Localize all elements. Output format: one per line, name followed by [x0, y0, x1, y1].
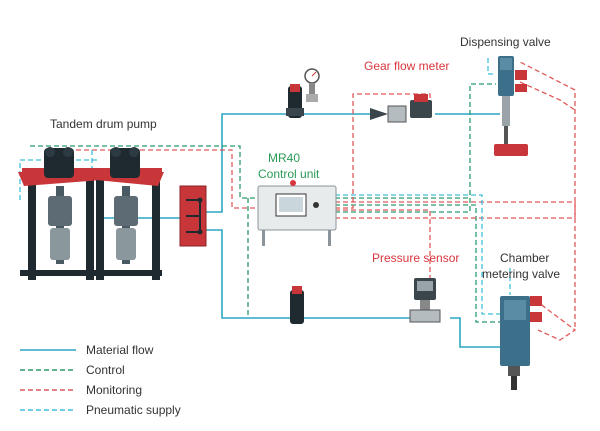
- legend-item-pneumatic-supply: Pneumatic supply: [20, 403, 181, 417]
- monitoring-lines: [60, 61, 577, 341]
- drum-pump-left: [18, 147, 104, 280]
- chamber-metering-valve[interactable]: [500, 296, 542, 390]
- legend-item-control: Control: [20, 363, 125, 377]
- legend-label: Control: [86, 363, 125, 377]
- control-unit[interactable]: [257, 180, 337, 246]
- control-unit-label-line1: MR40: [268, 151, 300, 165]
- legend-item-material-flow: Material flow: [20, 343, 154, 357]
- pressure-sensor-label: Pressure sensor: [372, 251, 459, 265]
- tandem-pump-label: Tandem drum pump: [50, 117, 157, 131]
- dispensing-valve-label: Dispensing valve: [460, 35, 551, 49]
- legend-label: Material flow: [86, 343, 154, 357]
- legend: Material flow Control Monitoring Pneumat…: [20, 343, 181, 417]
- dispensing-valve[interactable]: [494, 56, 528, 156]
- gear-flow-meter[interactable]: [370, 94, 432, 123]
- legend-label: Monitoring: [86, 383, 142, 397]
- tandem-drum-pump[interactable]: [18, 147, 164, 280]
- shutoff-valve-lower[interactable]: [290, 286, 304, 324]
- pressure-sensor[interactable]: [409, 278, 441, 323]
- pressure-gauge-valve-upper[interactable]: [286, 68, 320, 118]
- drum-pump-right: [90, 147, 164, 280]
- material-flow-lines: [100, 113, 505, 348]
- legend-label: Pneumatic supply: [86, 403, 181, 417]
- legend-item-monitoring: Monitoring: [20, 383, 142, 397]
- switchover-block[interactable]: [179, 185, 207, 247]
- control-unit-label-line2: Control unit: [258, 167, 320, 181]
- chamber-label-line1: Chamber: [500, 251, 549, 265]
- control-lines: [30, 83, 500, 323]
- gear-flow-meter-label: Gear flow meter: [364, 59, 449, 73]
- chamber-label-line2: metering valve: [482, 267, 560, 281]
